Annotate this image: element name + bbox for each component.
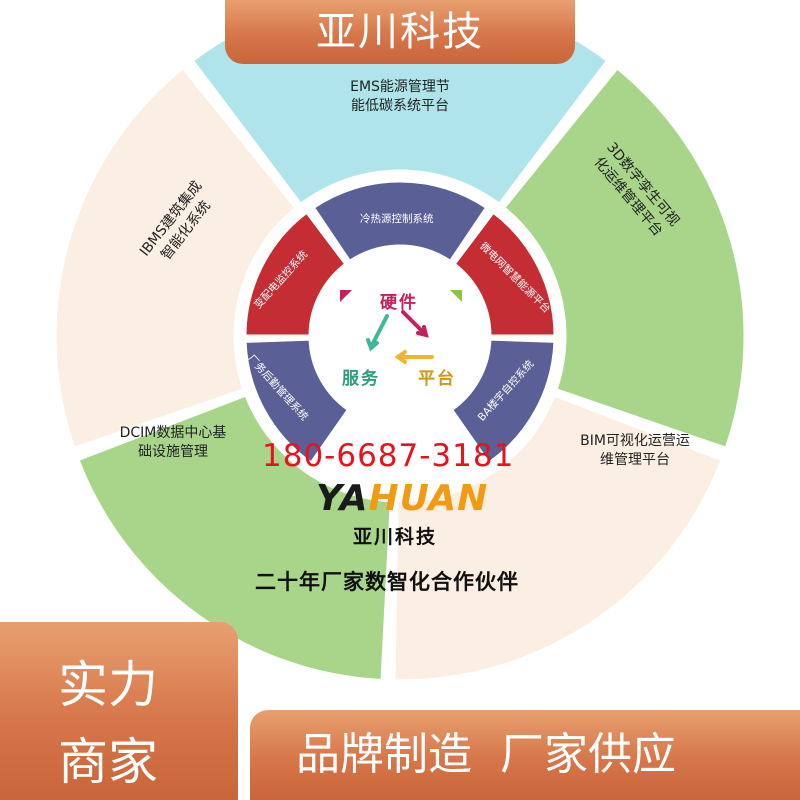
strength-badge-line1: 实力 xyxy=(58,656,158,714)
inner-label-cold-heat: 冷热源控制系统 xyxy=(360,213,434,225)
outer-segment-bim xyxy=(392,393,725,683)
inner-ring xyxy=(243,179,557,466)
header-banner: 亚川科技 xyxy=(225,0,575,64)
outer-label-ems: EMS能源管理节能低碳系统平台 xyxy=(350,79,450,114)
brand-supply-text: 品牌制造 厂家供应 xyxy=(296,729,676,780)
outer-segment-dcim xyxy=(75,393,393,683)
outer-label-bim: BIM可视化运营运维管理平台 xyxy=(580,433,690,468)
company-logo: YAHUAN xyxy=(316,478,489,519)
outer-ring xyxy=(53,0,747,683)
center-label-platform: 平台 xyxy=(418,369,456,389)
phone-number: 180-6687-3181 xyxy=(262,438,515,474)
center-label-service: 服务 xyxy=(342,369,380,389)
strength-badge-line2: 商家 xyxy=(58,733,158,791)
outer-label-dcim: DCIM数据中心基础设施管理 xyxy=(119,425,227,460)
inner-segment-cold-heat xyxy=(311,179,489,264)
brand-supply-badge: 品牌制造 厂家供应 xyxy=(250,710,800,800)
inner-segment-microgrid xyxy=(452,210,557,338)
inner-segment-ba xyxy=(449,337,557,466)
strength-badge: 实力 商家 xyxy=(0,622,238,800)
company-name: 亚川科技 xyxy=(353,526,438,548)
center-label-hardware: 硬件 xyxy=(380,293,418,313)
outer-segment-ibms xyxy=(53,65,299,451)
inner-segment-substation xyxy=(243,210,348,338)
center-hub xyxy=(313,249,487,423)
outer-segment-3d xyxy=(501,65,747,451)
cycle-arrows-icon xyxy=(340,290,462,364)
inner-segment-factory xyxy=(243,337,351,466)
header-title: 亚川科技 xyxy=(316,9,484,55)
company-tagline: 二十年厂家数智化合作伙伴 xyxy=(255,570,519,594)
